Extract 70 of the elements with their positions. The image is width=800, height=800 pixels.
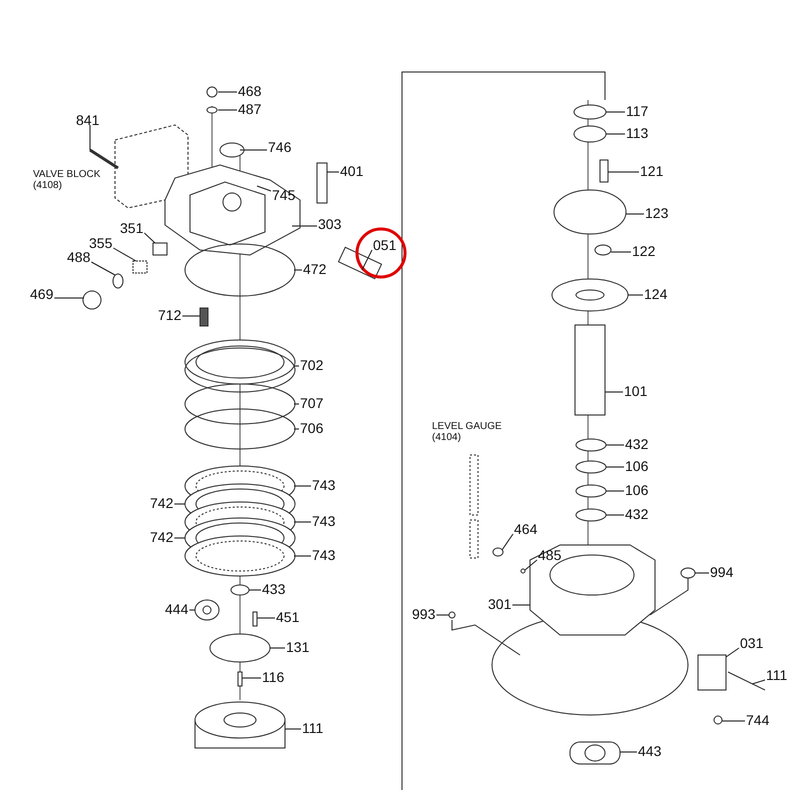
leader-line (752, 680, 766, 684)
callout-number: 706 (300, 421, 324, 436)
callout-number: 433 (262, 582, 286, 597)
callout-number: 106 (625, 459, 648, 474)
leader-line (436, 614, 450, 616)
callout-number: 101 (624, 384, 648, 399)
callout-number: 707 (300, 396, 324, 411)
leader-line (90, 262, 116, 276)
callout-number: 468 (238, 84, 262, 99)
leader-line (606, 490, 624, 492)
callout-number: 131 (286, 640, 310, 655)
callout-number: 488 (67, 250, 90, 265)
leader-line (524, 560, 538, 570)
leader-line (502, 534, 514, 550)
callout-number: 743 (312, 478, 336, 493)
callout-number: 746 (268, 140, 292, 155)
callout-number: 743 (312, 548, 336, 563)
leader-line (694, 572, 710, 574)
callout-number: 742 (150, 530, 174, 545)
leader-line (512, 604, 530, 606)
callout-number: 743 (312, 514, 336, 529)
callout-number: 432 (625, 507, 648, 522)
leader-line (112, 248, 136, 262)
leader-line (606, 466, 624, 468)
callout-number: 994 (710, 565, 734, 580)
callout-number: 355 (89, 236, 112, 251)
callout-number: 464 (514, 522, 538, 537)
callout-number: 106 (625, 483, 648, 498)
leader-line (628, 294, 644, 296)
callout-number: 111 (766, 668, 788, 683)
callout-number: 451 (276, 610, 300, 625)
callout-number: 122 (632, 244, 656, 259)
note-text: LEVEL GAUGE (4104) (432, 421, 503, 443)
leader-line (726, 648, 740, 658)
leader-line (606, 514, 624, 516)
callout-number: 303 (318, 217, 342, 232)
leader-line (284, 728, 302, 730)
leader-line (144, 232, 156, 244)
callout-number: 841 (76, 113, 100, 128)
callout-number: 124 (644, 287, 668, 302)
callout-number: 487 (238, 102, 262, 117)
callout-number: 443 (638, 744, 662, 759)
note-text: VALVE BLOCK (4108) (33, 169, 102, 191)
callout-number: 301 (488, 597, 512, 612)
callout-number: 031 (740, 636, 764, 651)
leader-line (256, 186, 272, 192)
callout-number: 472 (303, 262, 326, 277)
leader-line (294, 428, 300, 430)
callout-number: 469 (30, 287, 54, 302)
callout-number: 401 (340, 164, 364, 179)
leader-line (722, 720, 746, 722)
callout-number: 745 (272, 188, 296, 203)
callout-number: 117 (626, 104, 648, 119)
callout-number: 702 (300, 358, 324, 373)
callout-number: 123 (645, 206, 668, 221)
callout-number: 351 (120, 221, 144, 236)
callout-number: 111 (302, 721, 324, 736)
callout-number: 116 (262, 670, 284, 685)
callout-number: 432 (625, 437, 648, 452)
callout-number: 993 (412, 607, 436, 622)
callout-number: 444 (165, 602, 188, 617)
leader-line (606, 444, 624, 446)
callout-number: 051 (373, 238, 396, 253)
callout-number: 744 (746, 713, 770, 728)
callout-number: 485 (538, 548, 562, 563)
callout-number: 712 (158, 308, 182, 323)
callout-number: 121 (640, 164, 664, 179)
callout-number: 113 (626, 126, 648, 141)
callout-number: 742 (150, 496, 174, 511)
leader-line (362, 250, 372, 270)
